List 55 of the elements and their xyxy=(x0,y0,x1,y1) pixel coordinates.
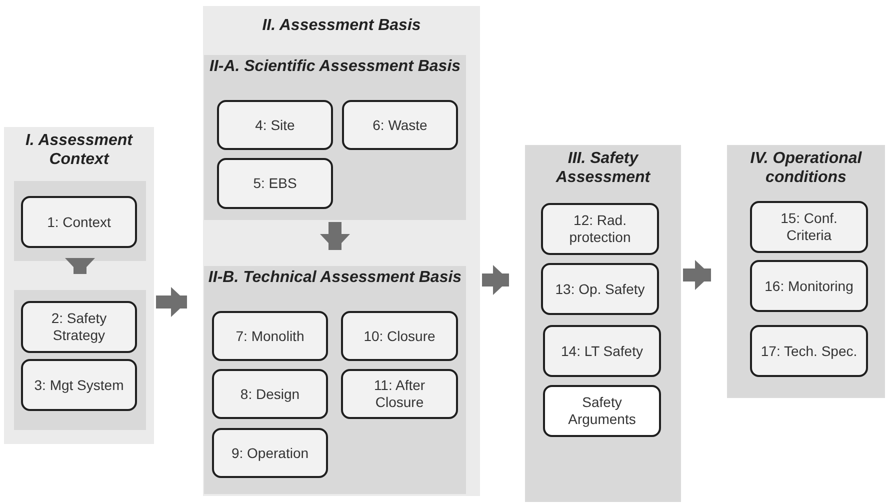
process-box xyxy=(21,359,137,411)
box-label: 13: Op. Safety xyxy=(555,280,645,298)
process-box xyxy=(750,325,868,377)
process-box xyxy=(21,301,137,353)
process-box xyxy=(212,428,328,478)
box-label: 7: Monolith xyxy=(236,328,304,344)
section-title: II-A. Scientific Assessment Basis xyxy=(208,57,462,76)
box-label: 9: Operation xyxy=(231,444,309,462)
process-box xyxy=(543,325,661,377)
box-label: 15: Conf. Criteria xyxy=(780,210,838,244)
box-label: 16: Monitoring xyxy=(764,278,854,294)
block-arrow xyxy=(156,287,187,317)
group-band xyxy=(14,290,146,430)
box-label: 3: Mgt System xyxy=(34,376,124,394)
process-box xyxy=(217,158,333,209)
block-arrow xyxy=(320,222,350,250)
box-label: Safety Arguments xyxy=(567,394,637,428)
section-title: III. Safety Assessment xyxy=(554,149,652,188)
box-label: 10: Closure xyxy=(364,328,436,344)
process-box xyxy=(341,369,458,419)
group-band xyxy=(14,181,146,261)
section-panel xyxy=(525,145,681,502)
process-box xyxy=(342,100,458,150)
section-title: I. Assessment Context xyxy=(24,131,134,170)
group-band xyxy=(204,266,466,494)
process-box xyxy=(543,385,661,437)
group-band xyxy=(204,55,466,220)
process-box xyxy=(750,201,868,253)
section-panel xyxy=(203,6,480,496)
process-box xyxy=(750,260,868,312)
process-box xyxy=(541,263,659,315)
process-box xyxy=(341,311,458,361)
box-label: 11: After Closure xyxy=(372,377,426,411)
box-label: 6: Waste xyxy=(372,116,428,134)
process-box xyxy=(217,100,333,150)
box-label: 2: Safety Strategy xyxy=(50,310,108,344)
box-label: 5: EBS xyxy=(253,175,297,192)
section-title: II. Assessment Basis xyxy=(261,16,422,36)
section-title: IV. Operational conditions xyxy=(749,149,863,188)
block-arrow xyxy=(482,265,509,295)
process-box xyxy=(541,203,659,255)
process-box xyxy=(212,369,328,419)
box-label: 12: Rad. protection xyxy=(568,212,632,246)
block-arrow xyxy=(683,260,711,290)
section-title: II-B. Technical Assessment Basis xyxy=(207,268,463,288)
box-label: 1: Context xyxy=(47,214,111,230)
process-box xyxy=(212,311,328,361)
block-arrow xyxy=(65,258,95,274)
process-box xyxy=(21,196,137,248)
box-label: 17: Tech. Spec. xyxy=(760,342,858,360)
box-label: 8: Design xyxy=(240,386,300,402)
section-panel xyxy=(4,127,154,444)
section-panel xyxy=(727,145,885,398)
box-label: 14: LT Safety xyxy=(561,342,643,360)
box-label: 4: Site xyxy=(255,116,295,134)
